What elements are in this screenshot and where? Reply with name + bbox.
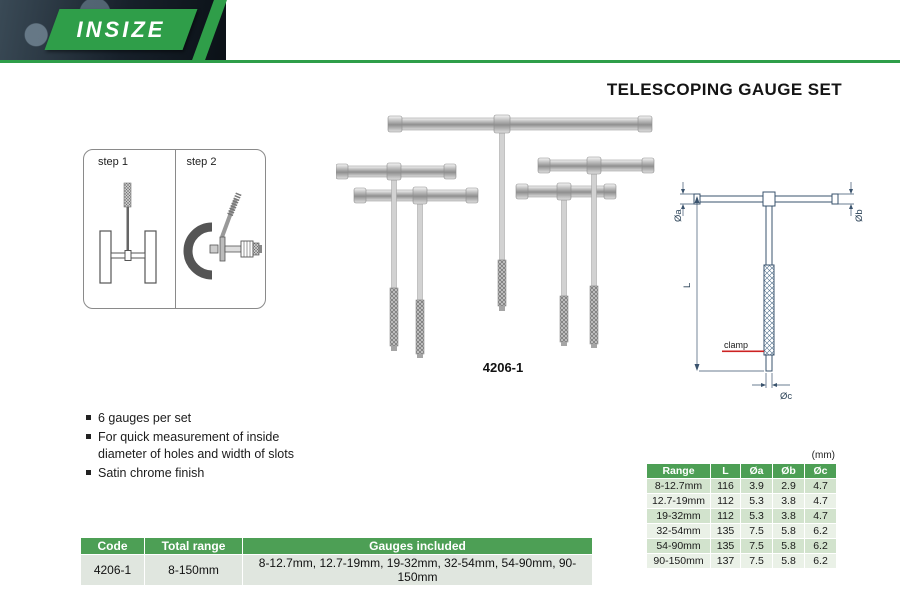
spec-row: 54-90mm 135 7.5 5.8 6.2 bbox=[646, 538, 837, 554]
cell: 3.8 bbox=[772, 493, 805, 509]
cell: 3.8 bbox=[772, 508, 805, 524]
spec-header-row: Range L Øa Øb Øc bbox=[646, 463, 837, 479]
clamp-marker bbox=[722, 350, 764, 353]
cell: 6.2 bbox=[804, 538, 837, 554]
cell: 5.3 bbox=[740, 493, 773, 509]
order-col-header: Code bbox=[80, 537, 145, 555]
feature-item: For quick measurement of inside diameter… bbox=[85, 429, 307, 462]
cell: 7.5 bbox=[740, 523, 773, 539]
product-code-caption: 4206-1 bbox=[482, 360, 524, 375]
cell: 7.5 bbox=[740, 553, 773, 569]
header-divider bbox=[0, 60, 900, 63]
product-photo bbox=[336, 114, 655, 358]
step1-illustration bbox=[99, 182, 157, 284]
step1-label: step 1 bbox=[98, 156, 128, 168]
cell: 5.3 bbox=[740, 508, 773, 524]
order-col-header: Total range bbox=[144, 537, 243, 555]
cell: 5.8 bbox=[772, 523, 805, 539]
cell: 112 bbox=[710, 508, 741, 524]
gauge-4 bbox=[537, 156, 655, 348]
dim-label-l: L bbox=[682, 283, 693, 288]
order-header-row: Code Total range Gauges included bbox=[80, 537, 593, 555]
gauge-1 bbox=[387, 114, 653, 311]
cell: 8-12.7mm bbox=[646, 478, 711, 494]
cell: 3.9 bbox=[740, 478, 773, 494]
feature-item: Satin chrome finish bbox=[85, 465, 307, 481]
dim-label-ob: Øb bbox=[854, 209, 865, 222]
gauge-3 bbox=[353, 186, 479, 358]
feature-list: 6 gauges per set For quick measurement o… bbox=[85, 410, 307, 484]
order-col-header: Gauges included bbox=[242, 537, 593, 555]
cell: 2.9 bbox=[772, 478, 805, 494]
cell: 54-90mm bbox=[646, 538, 711, 554]
cell: 90-150mm bbox=[646, 553, 711, 569]
cell: 116 bbox=[710, 478, 741, 494]
usage-steps-box: step 1 step 2 bbox=[83, 149, 266, 309]
spec-col-header: Øc bbox=[804, 463, 837, 479]
header-photo: INSIZE bbox=[0, 0, 227, 60]
brand-logo: INSIZE bbox=[76, 17, 166, 42]
cell: 6.2 bbox=[804, 553, 837, 569]
page-title: TELESCOPING GAUGE SET bbox=[606, 80, 842, 99]
cell: 4.7 bbox=[804, 508, 837, 524]
dim-label-oa: Øa bbox=[673, 209, 684, 222]
spec-col-header: Øa bbox=[740, 463, 773, 479]
cell: 135 bbox=[710, 523, 741, 539]
spec-col-header: Range bbox=[646, 463, 711, 479]
cell: 32-54mm bbox=[646, 523, 711, 539]
spec-row: 32-54mm 135 7.5 5.8 6.2 bbox=[646, 523, 837, 539]
cell: 112 bbox=[710, 493, 741, 509]
cell: 4.7 bbox=[804, 478, 837, 494]
cell: 5.8 bbox=[772, 553, 805, 569]
spec-row: 90-150mm 137 7.5 5.8 6.2 bbox=[646, 553, 837, 569]
cell: 19-32mm bbox=[646, 508, 711, 524]
gauge-2 bbox=[336, 162, 457, 351]
cell: 137 bbox=[710, 553, 741, 569]
step2-illustration bbox=[183, 191, 262, 280]
spec-table-section: (mm) Range L Øa Øb Øc 8-12.7mm 116 3.9 2… bbox=[646, 450, 837, 569]
cell: 8-150mm bbox=[144, 554, 243, 586]
cell: 135 bbox=[710, 538, 741, 554]
spec-row: 19-32mm 112 5.3 3.8 4.7 bbox=[646, 508, 837, 524]
cell: 12.7-19mm bbox=[646, 493, 711, 509]
step2-label: step 2 bbox=[186, 156, 217, 168]
order-table-section: Code Total range Gauges included 4206-1 … bbox=[80, 537, 593, 586]
clamp-label: clamp bbox=[724, 340, 748, 350]
dim-label-oc: Øc bbox=[780, 391, 792, 402]
spec-row: 12.7-19mm 112 5.3 3.8 4.7 bbox=[646, 493, 837, 509]
steps-divider bbox=[174, 150, 176, 308]
cell: 8-12.7mm, 12.7-19mm, 19-32mm, 32-54mm, 5… bbox=[242, 554, 593, 586]
spec-table: Range L Øa Øb Øc 8-12.7mm 116 3.9 2.9 4.… bbox=[646, 463, 837, 569]
spec-col-header: Øb bbox=[772, 463, 805, 479]
unit-label: (mm) bbox=[811, 450, 835, 461]
cell: 7.5 bbox=[740, 538, 773, 554]
spec-row: 8-12.7mm 116 3.9 2.9 4.7 bbox=[646, 478, 837, 494]
cell: 4.7 bbox=[804, 493, 837, 509]
cell: 5.8 bbox=[772, 538, 805, 554]
spec-col-header: L bbox=[710, 463, 741, 479]
feature-item: 6 gauges per set bbox=[85, 410, 307, 426]
cell: 4206-1 bbox=[80, 554, 145, 586]
order-row: 4206-1 8-150mm 8-12.7mm, 12.7-19mm, 19-3… bbox=[80, 554, 593, 586]
technical-drawing: Øa Øb L Øc clamp bbox=[673, 182, 865, 402]
order-table: Code Total range Gauges included 4206-1 … bbox=[80, 537, 593, 586]
cell: 6.2 bbox=[804, 523, 837, 539]
gauge-5 bbox=[515, 182, 617, 346]
